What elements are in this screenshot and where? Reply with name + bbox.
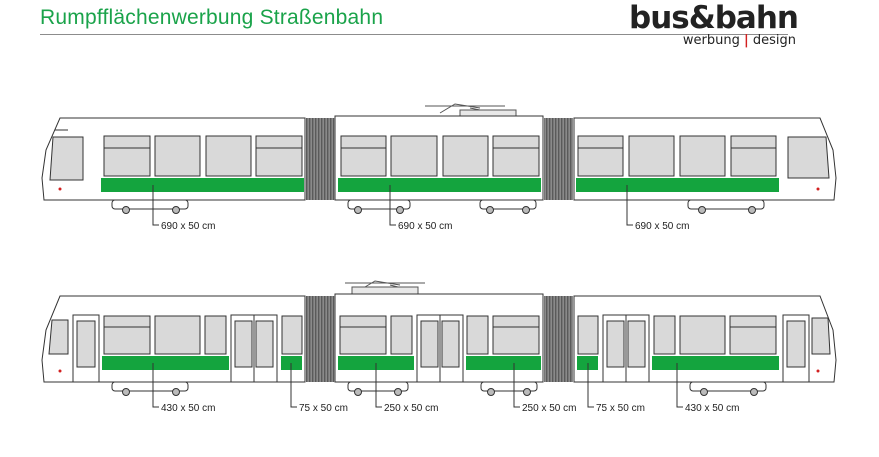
wheels [122,388,758,396]
roof-unit [351,286,419,295]
bogies [111,381,767,392]
ad-size-label: 250 x 50 cm [384,403,438,414]
page-title: Rumpfflächenwerbung Straßenbahn [40,6,384,29]
ad-size-label: 75 x 50 cm [299,403,348,414]
tail-light [816,369,820,373]
logo-separator: | [743,33,749,48]
dimension-leaders [152,363,683,408]
windows [103,315,777,355]
ad-size-label: 430 x 50 cm [685,403,739,414]
ad-size-label: 75 x 50 cm [596,403,645,414]
bogies [111,199,765,210]
ad-size-label: 690 x 50 cm [635,221,689,232]
articulation-bellows [306,118,335,200]
title-divider [40,34,788,35]
ad-band [102,356,779,370]
articulation-bellows [544,296,573,382]
ad-size-label: 430 x 50 cm [161,403,215,414]
wheels [122,206,756,214]
logo-tagline-left: werbung [682,33,740,48]
articulation-bellows [544,118,573,200]
ad-size-label: 690 x 50 cm [398,221,452,232]
windows [103,135,777,177]
logo-tagline: werbung | design [683,33,796,48]
tail-light [58,187,62,191]
tail-light [816,187,820,191]
articulation-bellows [306,296,335,382]
cab-window [811,317,831,355]
logo-tagline-right: design [752,33,796,48]
dimension-leaders [152,185,633,226]
tram-bottom: 430 x 50 cm 75 x 50 cm 250 x 50 cm 250 x… [41,280,837,414]
ad-size-label: 690 x 50 cm [161,221,215,232]
brand-logo: bus&bahn werbung | design [628,0,799,52]
logo-wordmark: bus&bahn [629,0,799,36]
cab-window [787,136,830,179]
ad-band [101,178,779,192]
tram-top: 690 x 50 cm 690 x 50 cm 690 x 50 cm [41,103,837,232]
roof-unit [459,109,517,117]
doors [72,314,810,383]
ad-size-label: 250 x 50 cm [522,403,576,414]
cab-window [49,136,84,181]
cab-window [48,319,69,355]
tail-light [58,369,62,373]
